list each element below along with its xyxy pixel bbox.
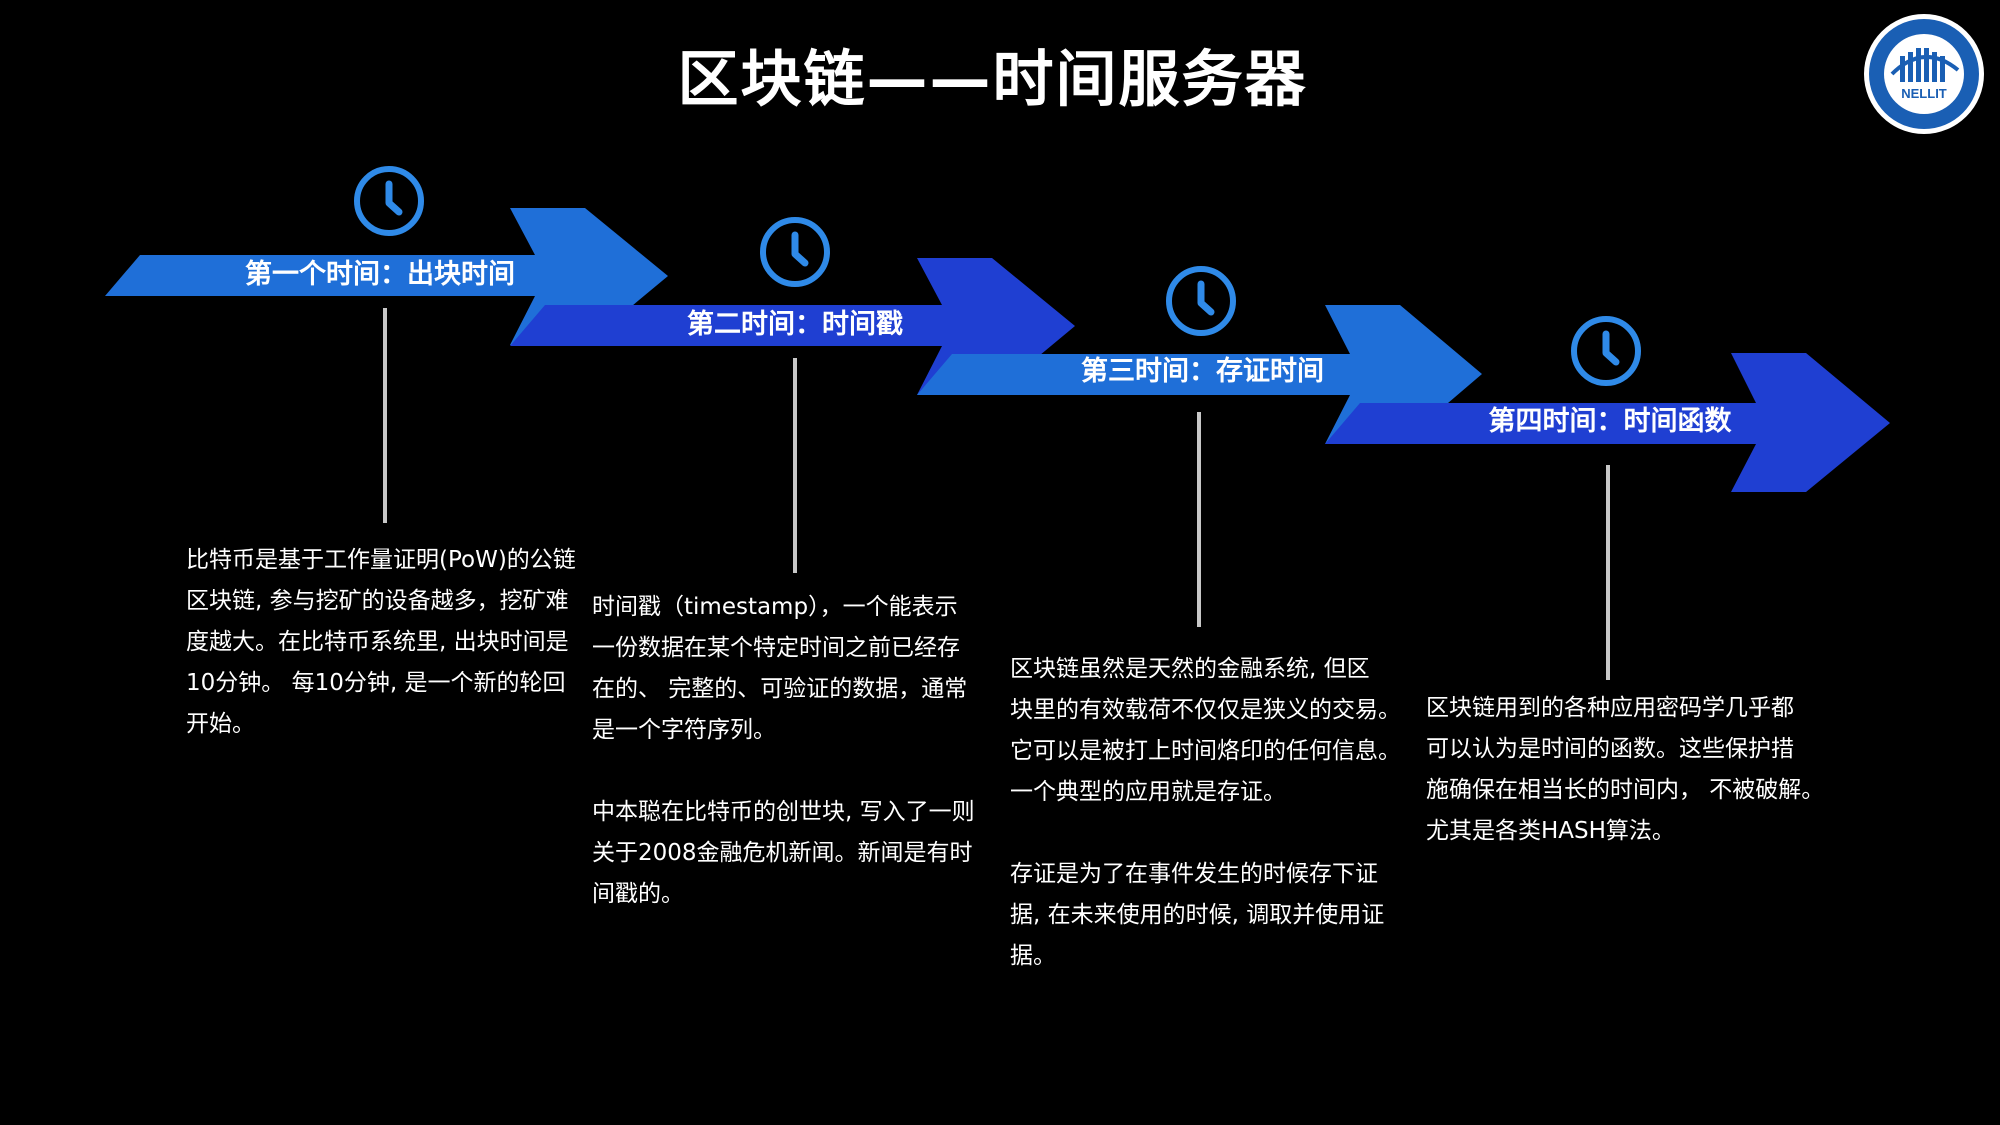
step-3-label: 第三时间：存证时间 [1081, 356, 1324, 387]
logo-text: NELLIT [1901, 86, 1947, 101]
step-2-arrow [510, 258, 1075, 395]
page-title: 区块链——时间服务器 [677, 44, 1308, 115]
step-2-connector [793, 358, 797, 573]
clock-icon [1571, 316, 1641, 386]
step-4-connector [1606, 465, 1610, 680]
step-2-label: 第二时间：时间戳 [687, 309, 903, 340]
step-3-arrow [917, 305, 1482, 444]
nellit-logo-icon: NELLIT [1864, 14, 1984, 134]
step-1-label: 第一个时间：出块时间 [245, 259, 515, 290]
step-1-connector [383, 308, 387, 523]
step-4-label: 第四时间：时间函数 [1488, 406, 1732, 437]
clock-icon [354, 166, 424, 236]
step-1-arrow [105, 208, 668, 345]
clock-icon [1166, 266, 1236, 336]
step-1-description: 比特币是基于工作量证明(PoW)的公链 区块链, 参与挖矿的设备越多，挖矿难 度… [186, 547, 576, 737]
step-3-connector [1197, 412, 1201, 627]
step-4-arrow [1325, 353, 1890, 492]
step-4-description: 区块链用到的各种应用密码学几乎都 可以认为是时间的函数。这些保护措 施确保在相当… [1426, 695, 1825, 844]
step-2-description: 时间戳（timestamp），一个能表示 一份数据在某个特定时间之前已经存 在的… [592, 594, 975, 907]
clock-icon [760, 217, 830, 287]
step-3-description: 区块链虽然是天然的金融系统, 但区 块里的有效载荷不仅仅是狭义的交易。 它可以是… [1010, 656, 1401, 969]
